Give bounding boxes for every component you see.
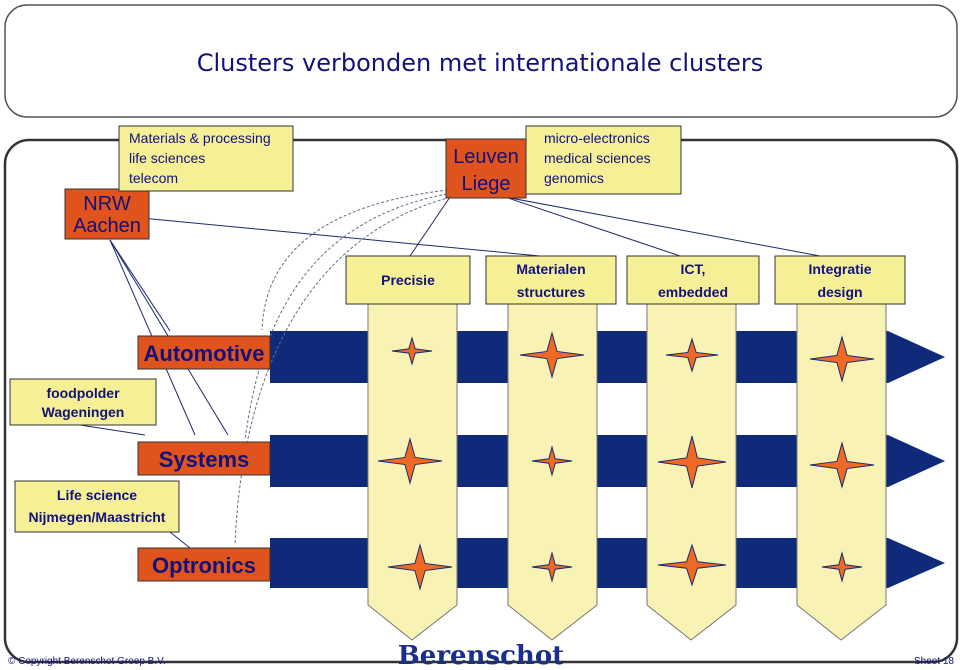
star-marker bbox=[391, 336, 433, 366]
wageningen-label: Wageningen bbox=[42, 404, 125, 420]
liege-label: Liege bbox=[462, 173, 511, 195]
star-marker bbox=[665, 337, 719, 373]
row-label-automotive-box bbox=[137, 335, 271, 370]
leuven-topic-1: micro-electronics bbox=[544, 130, 650, 146]
column-label-ict-1: ICT, bbox=[681, 261, 706, 277]
page-title: Clusters verbonden met internationale cl… bbox=[197, 49, 764, 77]
column-label-precisie: Precisie bbox=[381, 272, 435, 288]
star-marker bbox=[377, 437, 443, 485]
star-marker bbox=[657, 543, 727, 587]
column-label-integratie-1: Integratie bbox=[808, 261, 871, 277]
aachen-label: Aachen bbox=[73, 215, 141, 237]
column-header-ict bbox=[626, 255, 760, 305]
leuven-topic-3: genomics bbox=[544, 170, 604, 186]
sheet-number: Sheet 18 bbox=[914, 656, 954, 667]
nrw-label: NRW bbox=[83, 193, 131, 215]
row-labels: Automotive Systems Optronics bbox=[137, 335, 271, 582]
column-header-integratie bbox=[774, 255, 906, 305]
star-marker bbox=[821, 551, 863, 583]
star-marker bbox=[657, 435, 727, 489]
title-box bbox=[4, 4, 958, 118]
leuven-label: Leuven bbox=[453, 146, 519, 168]
nrw-topic-3: telecom bbox=[129, 170, 178, 186]
berenschot-logo: Berenschot bbox=[398, 641, 564, 670]
connector-lines bbox=[79, 196, 821, 549]
column-label-integratie-2: design bbox=[817, 284, 862, 300]
star-marker bbox=[809, 441, 875, 489]
foodpolder-box bbox=[9, 378, 157, 426]
star-marker bbox=[519, 331, 585, 379]
nrw-aachen-box bbox=[64, 188, 150, 240]
star-marker bbox=[809, 335, 875, 383]
dashed-connectors bbox=[234, 189, 456, 546]
row-label-automotive: Automotive bbox=[144, 341, 265, 366]
star-marker bbox=[387, 543, 453, 591]
lifescience-box bbox=[14, 480, 180, 533]
column-label-ict-2: embedded bbox=[658, 284, 728, 300]
copyright-text: © Copyright Berenschot Groep B.V. bbox=[8, 656, 166, 667]
column-headers: Precisie Materialen structures ICT, embe… bbox=[345, 255, 906, 305]
column-header-precisie bbox=[345, 255, 471, 305]
leuven-liege-box bbox=[445, 138, 527, 199]
leuven-topic-2: medical sciences bbox=[544, 150, 651, 166]
nrw-topic-2: life sciences bbox=[129, 150, 205, 166]
column-label-materialen-1: Materialen bbox=[516, 261, 585, 277]
nrw-topic-1: Materials & processing bbox=[129, 130, 271, 146]
row-label-systems: Systems bbox=[159, 447, 250, 472]
nrw-topics-box bbox=[118, 125, 294, 192]
row-label-optronics-box bbox=[137, 547, 271, 582]
row-label-optronics: Optronics bbox=[152, 553, 256, 578]
lifescience-label: Life science bbox=[57, 487, 137, 503]
row-label-systems-box bbox=[137, 441, 271, 476]
leuven-topics-box bbox=[525, 125, 682, 195]
column-label-materialen-2: structures bbox=[517, 284, 586, 300]
star-markers bbox=[377, 331, 875, 591]
nijmegen-label: Nijmegen/Maastricht bbox=[29, 509, 166, 525]
column-header-materialen bbox=[485, 255, 617, 305]
foodpolder-label: foodpolder bbox=[46, 385, 120, 401]
star-marker bbox=[531, 445, 573, 477]
star-marker bbox=[531, 551, 573, 583]
